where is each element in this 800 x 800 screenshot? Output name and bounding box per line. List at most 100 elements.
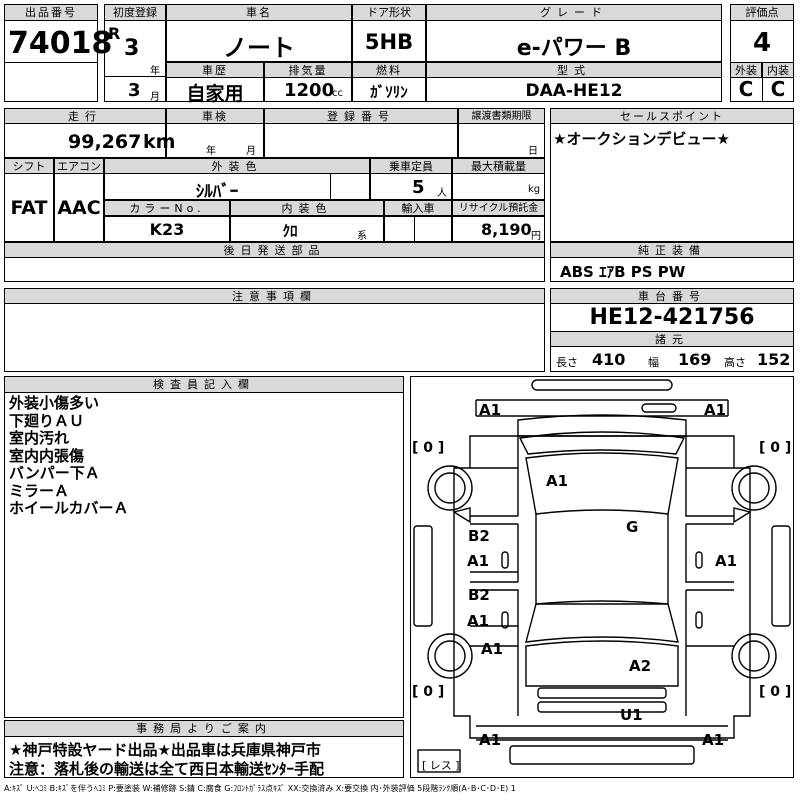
year-unit: 年	[150, 66, 160, 77]
interior-color-value: ｸﾛ	[282, 222, 298, 240]
interior-grade: C	[770, 77, 786, 101]
exterior-color-value: ｼﾙﾊﾞｰ	[195, 182, 239, 202]
later-parts-label: 後日発送部品	[4, 242, 545, 258]
aircon-value: AAC	[57, 197, 101, 219]
sales-point-label: セールスポイント	[550, 108, 794, 124]
length-label: 長さ	[556, 356, 578, 369]
capacity-label: 乗車定員	[370, 158, 452, 174]
mileage-label: 走行	[4, 108, 166, 124]
mark-front-left: A1	[479, 401, 502, 419]
chassis-value: HE12-421756	[589, 305, 755, 330]
fuel-label: 燃料	[352, 62, 426, 78]
mark-door-fr: A1	[715, 552, 738, 570]
mark-door-fl-upper: B2	[468, 527, 490, 545]
history-label: 車歴	[166, 62, 264, 78]
chassis-label: 車台番号	[550, 288, 794, 304]
mark-rear-bumper: U1	[620, 706, 643, 724]
max-load-unit: kg	[528, 184, 541, 195]
transfer-day-unit: 日	[528, 146, 538, 157]
car-diagram	[413, 379, 791, 773]
tire-top-right: [ 0 ]	[759, 440, 792, 456]
exterior-label: 外装	[730, 62, 762, 78]
import-divider	[414, 216, 415, 242]
width-label: 幅	[648, 356, 659, 369]
width-value: 169	[678, 350, 712, 369]
mark-hood: A1	[546, 472, 569, 490]
remark-line: ミラーＡ	[9, 481, 70, 500]
remark-line: 外装小傷多い	[9, 394, 100, 412]
recycle-label: リサイクル預託金	[452, 200, 545, 216]
recycle-unit: 円	[531, 231, 541, 242]
lot-divider	[4, 62, 98, 63]
displacement-label: 排気量	[264, 62, 352, 78]
score-divider	[762, 62, 763, 102]
color-no-cell	[104, 216, 230, 242]
mark-door-rl-lower: A1	[467, 612, 490, 630]
height-label: 高さ	[724, 356, 746, 369]
lot-number: 74018	[8, 26, 113, 61]
era: R	[108, 24, 121, 43]
office-line-1: ★神戸特設ヤード出品★出品車は兵庫県神戸市	[9, 741, 321, 759]
mark-tailgate: A2	[629, 657, 652, 675]
aircon-label: エアコン	[54, 158, 104, 174]
remark-line: 下廻りＡＵ	[9, 411, 85, 430]
fuel-value: ｶﾞｿﾘﾝ	[370, 83, 408, 101]
car-name-value: ノート	[223, 34, 295, 62]
import-label: 輸入車	[384, 200, 452, 216]
displacement-unit: cc	[332, 88, 343, 99]
model-value: DAA-HE12	[525, 81, 623, 101]
height-value: 152	[757, 350, 791, 369]
mark-door-rl-upper: B2	[468, 586, 490, 604]
interior-color-cell	[230, 216, 384, 242]
interior-label: 内装	[762, 62, 794, 78]
first-reg-divider	[104, 76, 166, 77]
inspection-label: 車検	[166, 108, 264, 124]
shift-value: FAT	[10, 197, 48, 219]
mark-front-right: A1	[704, 401, 727, 419]
first-registration-label: 初度登録	[104, 4, 166, 21]
exterior-grade: C	[738, 77, 754, 101]
grade-label: グレード	[426, 4, 722, 21]
inspector-label: 検査員記入欄	[4, 376, 404, 393]
door-value: 5HB	[364, 30, 414, 54]
car-name-label: 車名	[166, 4, 352, 21]
capacity-value: 5	[412, 177, 425, 198]
remark-line: バンパー下Ａ	[9, 464, 100, 482]
max-load-label: 最大積載量	[452, 158, 545, 174]
specs-label: 諸元	[550, 331, 794, 347]
capacity-unit: 人	[437, 188, 447, 199]
mileage-value: 99,267	[68, 131, 142, 153]
inspection-year-unit: 年	[206, 146, 216, 157]
mark-bottom-right: A1	[702, 731, 725, 749]
shift-label: シフト	[4, 158, 54, 174]
remark-line: 室内汚れ	[9, 429, 70, 447]
recycle-cell	[452, 216, 545, 242]
interior-color-label: 内装色	[230, 200, 384, 216]
spare-tire: [ レス ]	[422, 759, 460, 772]
model-label: 型式	[426, 62, 722, 78]
inspector-remarks: 外装小傷多い 下廻りＡＵ 室内汚れ 室内内張傷 バンパー下Ａ ミラーＡ ホイール…	[9, 394, 129, 518]
mark-bottom-left: A1	[479, 731, 502, 749]
tire-bottom-right: [ 0 ]	[759, 684, 792, 700]
car-diagram-frame	[410, 376, 794, 778]
remark-line: ホイールカバーＡ	[9, 499, 129, 517]
color-no-value: K23	[149, 220, 185, 239]
tire-top-left: [ 0 ]	[412, 440, 445, 456]
tire-bottom-left: [ 0 ]	[412, 684, 445, 700]
month-unit: 月	[150, 92, 160, 103]
transfer-deadline-label: 譲渡書類期限	[458, 108, 545, 124]
inspection-month-unit: 月	[246, 146, 256, 157]
mark-rear-left: A1	[481, 640, 504, 658]
score-label: 評価点	[730, 4, 794, 21]
equipment-value: ABS ｴｱB PS PW	[560, 263, 686, 281]
notes-label: 注意事項欄	[4, 288, 545, 304]
color-no-label: カラーNo.	[104, 200, 230, 216]
grade-value: e-パワー B	[516, 36, 632, 61]
history-value: 自家用	[186, 83, 244, 105]
length-value: 410	[592, 350, 626, 369]
office-label: 事務局よりご案内	[4, 720, 404, 737]
registration-no-label: 登録番号	[264, 108, 458, 124]
office-line-2: 注意：落札後の輸送は全て西日本輸送ｾﾝﾀｰ手配	[9, 760, 325, 778]
remark-line: 室内内張傷	[9, 446, 85, 465]
equipment-label: 純正装備	[550, 242, 794, 258]
